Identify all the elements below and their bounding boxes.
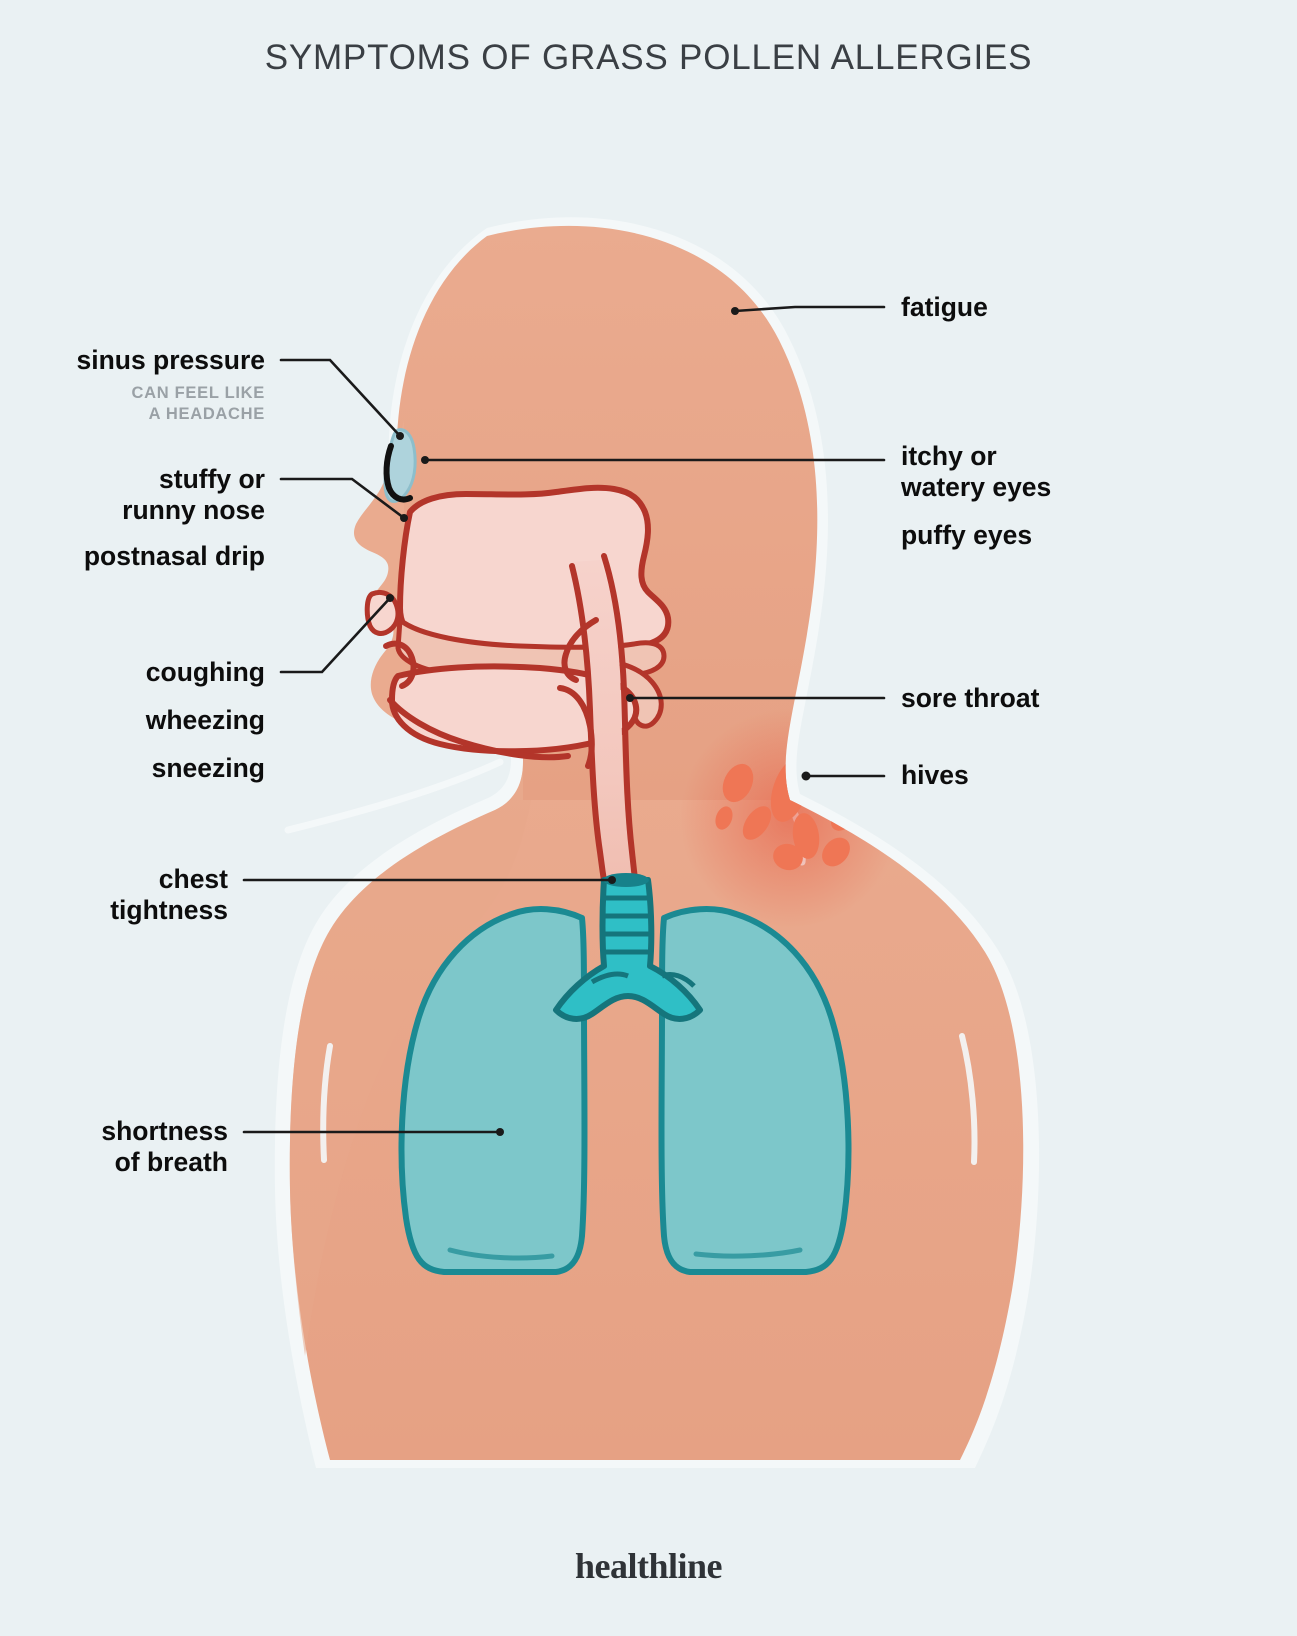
collarbone-highlight-left bbox=[284, 758, 504, 834]
sinus-cavity bbox=[383, 428, 417, 503]
trachea bbox=[553, 873, 703, 1022]
leader-stuffy-runny-nose bbox=[279, 477, 406, 520]
callout-coughing[interactable]: coughing bbox=[145, 657, 265, 687]
right-lung bbox=[658, 906, 852, 1275]
callout-stuffy-runny-nose[interactable]: stuffy or runny nose bbox=[122, 464, 265, 525]
callout-postnasal-drip[interactable]: postnasal drip bbox=[83, 541, 265, 571]
leader-sinus-pressure bbox=[279, 358, 402, 438]
nasal-cavity bbox=[397, 484, 672, 655]
callout-shortness-of-breath[interactable]: shortness of breath bbox=[101, 1116, 228, 1177]
callout-puffy-eyes[interactable]: puffy eyes bbox=[901, 520, 1033, 550]
callout-sneezing[interactable]: sneezing bbox=[151, 753, 265, 783]
callout-wheezing[interactable]: wheezing bbox=[145, 705, 265, 735]
torso-highlight-right bbox=[959, 1033, 978, 1165]
callout-sinus-pressure[interactable]: sinus pressure bbox=[76, 345, 265, 375]
callout-fatigue[interactable]: fatigue bbox=[901, 292, 988, 322]
healthline-logo[interactable]: healthline bbox=[574, 1546, 723, 1586]
torso-highlight-left bbox=[320, 1043, 333, 1163]
lungs bbox=[398, 906, 852, 1275]
callout-chest-tightness[interactable]: chest tightness bbox=[110, 864, 228, 925]
callout-itchy-watery-eyes[interactable]: itchy or watery eyes bbox=[901, 441, 1052, 502]
leader-lines bbox=[242, 305, 886, 1136]
callout-sore-throat[interactable]: sore throat bbox=[901, 683, 1040, 713]
callout-sinus-pressure-note: CAN FEEL LIKE A HEADACHE bbox=[131, 384, 265, 424]
leader-coughing bbox=[279, 596, 392, 674]
left-lung bbox=[398, 906, 588, 1275]
torso-and-shoulders bbox=[284, 700, 1024, 1460]
callout-hives[interactable]: hives bbox=[901, 760, 969, 790]
page-title: SYMPTOMS OF GRASS POLLEN ALLERGIES bbox=[264, 38, 1033, 77]
leader-fatigue bbox=[733, 305, 886, 313]
